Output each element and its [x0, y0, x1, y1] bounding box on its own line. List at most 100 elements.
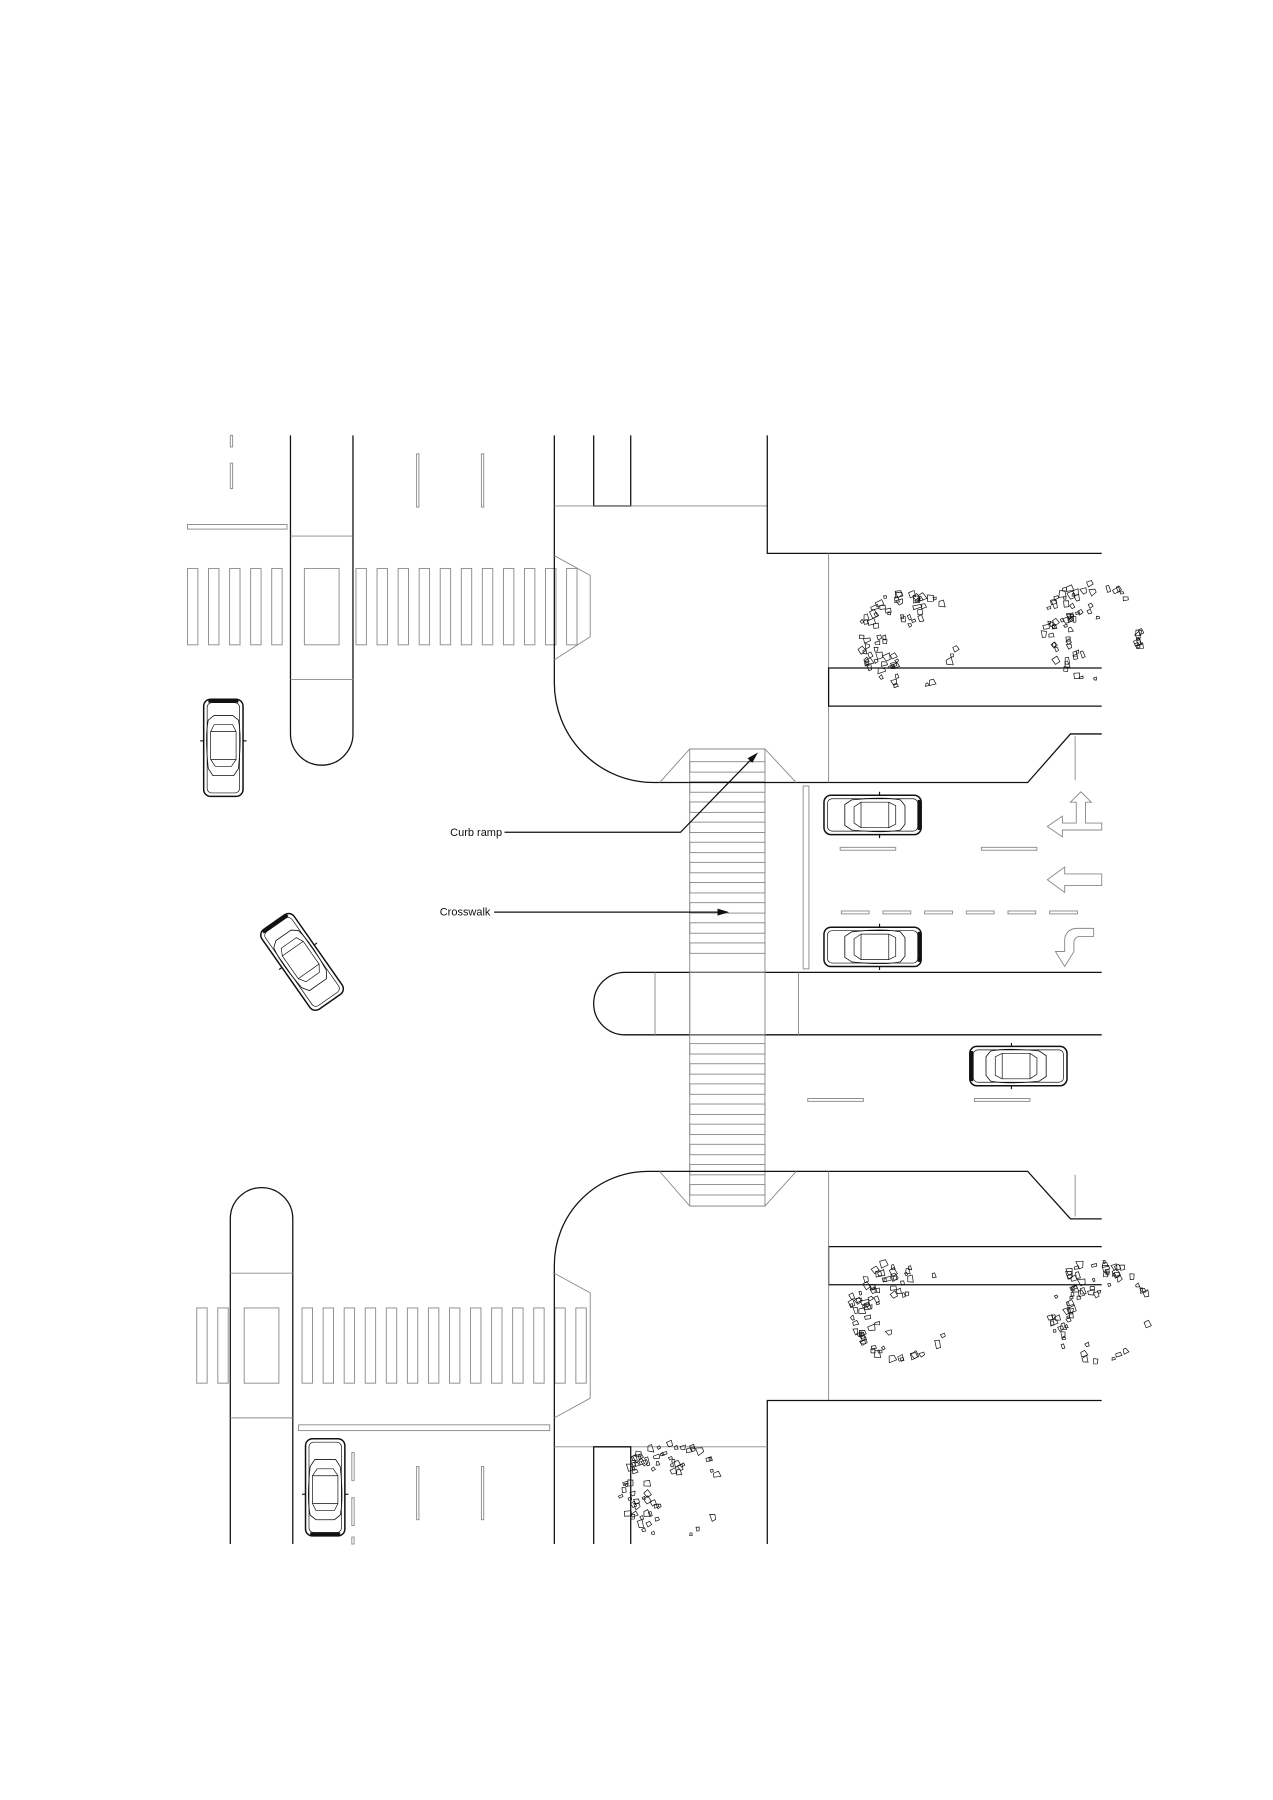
- leaf: [877, 667, 886, 675]
- leaf: [849, 1314, 855, 1321]
- leaf: [1075, 1260, 1084, 1270]
- leaf: [1079, 1287, 1087, 1295]
- leaf: [867, 1295, 874, 1302]
- leaf: [1087, 602, 1094, 609]
- leaf: [912, 604, 922, 611]
- leaf: [1143, 1319, 1152, 1329]
- leaf: [1040, 630, 1047, 639]
- leaf: [888, 1267, 898, 1277]
- lane-dash: [980, 846, 1038, 851]
- leaf: [666, 1439, 674, 1448]
- crosswalk-stripe: [566, 567, 578, 646]
- leaf: [1113, 1263, 1122, 1272]
- leaf: [1072, 650, 1078, 657]
- leaf: [1081, 1354, 1089, 1363]
- leaf: [884, 1329, 892, 1336]
- car-icon: [969, 1042, 1068, 1090]
- leaf: [645, 1520, 653, 1528]
- car-body: [260, 912, 345, 1012]
- leaf: [905, 1267, 911, 1275]
- leaf: [905, 1291, 910, 1297]
- lane-dash: [965, 910, 995, 915]
- leaf: [1051, 655, 1061, 665]
- leaf: [863, 619, 870, 625]
- crosswalk-stripe: [689, 761, 766, 773]
- leaf: [914, 597, 921, 603]
- leaf: [1063, 666, 1069, 672]
- leaf: [938, 599, 946, 608]
- nw-median: [289, 435, 354, 766]
- leaf: [918, 592, 928, 602]
- leaf: [894, 596, 900, 603]
- leaf: [1054, 646, 1060, 653]
- crosswalk-stripe: [301, 1307, 313, 1384]
- leaf: [661, 1451, 668, 1456]
- leaf: [897, 1353, 905, 1362]
- leaf: [630, 1514, 635, 1520]
- east-median: [593, 971, 1102, 1036]
- car-cabin: [273, 929, 327, 992]
- leaf: [623, 1482, 629, 1488]
- crosswalk-stripe: [196, 1307, 208, 1384]
- crosswalk-label: Crosswalk: [440, 907, 491, 919]
- leaf: [911, 618, 917, 624]
- leaf: [862, 1280, 872, 1291]
- leaf: [637, 1453, 644, 1460]
- leaf: [848, 1292, 856, 1301]
- leaf: [640, 1459, 649, 1467]
- leaf: [1089, 1286, 1095, 1291]
- leaf: [1093, 676, 1097, 681]
- leaf: [1063, 600, 1070, 608]
- leaf: [1076, 1278, 1086, 1287]
- block-northeast: [766, 435, 1102, 555]
- crosswalk-stripe: [689, 1163, 766, 1176]
- leaf: [653, 1503, 660, 1509]
- crosswalk-stripe: [364, 1307, 377, 1384]
- car-roof: [994, 1052, 1038, 1080]
- leaf: [631, 1466, 636, 1471]
- leaf: [630, 1500, 638, 1508]
- tree-icon: [617, 1439, 722, 1537]
- leaf: [633, 1503, 641, 1511]
- leaf: [695, 1447, 705, 1457]
- leaf: [1135, 1282, 1141, 1288]
- leaf: [1107, 1282, 1112, 1287]
- stop-bar: [187, 524, 288, 530]
- leaf: [1066, 1314, 1070, 1319]
- leaf: [864, 660, 870, 667]
- leaf: [1066, 590, 1075, 600]
- leaf: [647, 1511, 653, 1518]
- leaf: [891, 1264, 896, 1271]
- crosswalk-stripe: [512, 1307, 524, 1384]
- leaf: [870, 1347, 876, 1354]
- leaf: [927, 594, 934, 602]
- leaf: [623, 1510, 633, 1517]
- leaf: [879, 604, 886, 610]
- leaf: [868, 1284, 876, 1291]
- leaf: [1070, 1291, 1075, 1297]
- building-south: [593, 1446, 632, 1545]
- leaf: [857, 645, 867, 655]
- leaf: [1052, 1329, 1057, 1333]
- leaf: [1046, 1314, 1054, 1321]
- leaf: [631, 1453, 638, 1461]
- leaf: [641, 1495, 646, 1500]
- leaf: [852, 1328, 859, 1336]
- crosswalk-stripe: [449, 1307, 461, 1384]
- tree-icon: [857, 589, 960, 689]
- leaf: [651, 1530, 656, 1535]
- leaf: [939, 1332, 946, 1339]
- leaf: [1101, 1262, 1109, 1268]
- leaf: [643, 1509, 652, 1517]
- leaf: [629, 1490, 636, 1497]
- crosswalk-main: [689, 748, 766, 1207]
- curb-ramp-callout: Curb ramp: [450, 752, 759, 839]
- leaf: [1071, 1284, 1080, 1293]
- leaf: [669, 1466, 677, 1475]
- crosswalk-stripe: [385, 1307, 398, 1384]
- leaf: [1066, 1299, 1075, 1307]
- crosswalk-north: [187, 567, 578, 646]
- car-body: [202, 698, 244, 798]
- leaf: [875, 1270, 883, 1278]
- leaf: [1079, 650, 1086, 659]
